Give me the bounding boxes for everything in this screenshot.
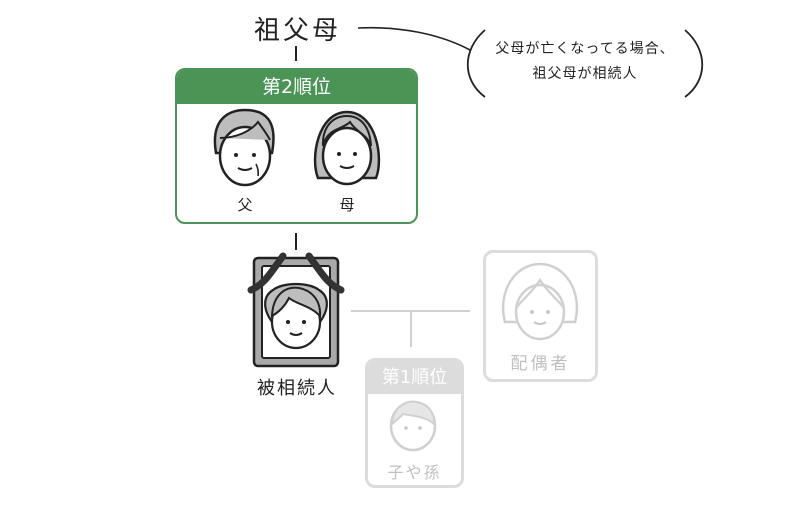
first-rank-header: 第1順位 (368, 361, 461, 394)
second-rank-header: 第2順位 (177, 70, 416, 104)
spouse-box: 配偶者 (483, 250, 598, 382)
first-rank-box: 第1順位 子や孫 (365, 358, 464, 488)
callout-line-1: 父母が亡くなってる場合、 (495, 41, 675, 57)
child-label: 子や孫 (387, 463, 442, 482)
second-rank-box: 第2順位 父 母 (175, 68, 418, 224)
deceased-label: 被相続人 (257, 378, 337, 399)
child-icon (389, 400, 437, 452)
father-label: 父 (237, 196, 253, 214)
spouse-icon (501, 262, 579, 341)
spouse-label: 配偶者 (510, 354, 571, 374)
callout-line-2: 祖父母が相続人 (532, 66, 638, 82)
mother-label: 母 (339, 196, 355, 214)
mother-icon (313, 110, 381, 186)
grandparents-label: 祖父母 (253, 16, 341, 46)
father-icon (213, 108, 275, 187)
deceased-portrait-icon (247, 252, 345, 368)
